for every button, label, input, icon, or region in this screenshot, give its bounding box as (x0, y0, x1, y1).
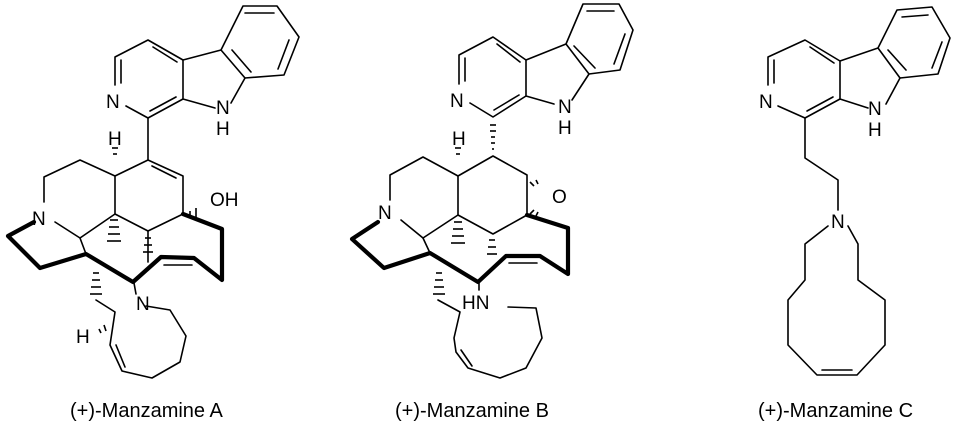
atom-label-n: N (32, 209, 46, 230)
manzamine-a-structure: N N H H OH N N H (5, 5, 300, 379)
atom-label-h: H (868, 120, 882, 141)
atom-label-oh: OH (210, 190, 239, 211)
atom-label-o: O (552, 187, 567, 208)
atom-label-n: N (868, 99, 882, 120)
atom-label-n: N (759, 92, 773, 113)
compound-label-manzamine-a: (+)-Manzamine A (70, 400, 223, 422)
atom-label-n: N (831, 212, 845, 233)
atom-label-n: N (106, 92, 120, 113)
atom-label-n: N (450, 91, 464, 112)
atom-label-h: H (108, 129, 122, 150)
atom-label-n: N (558, 97, 572, 118)
manzamine-c-structure: N N H N (759, 6, 951, 376)
atom-label-n: N (216, 98, 230, 119)
compound-label-manzamine-c: (+)-Manzamine C (758, 400, 914, 422)
atom-label-h: H (76, 327, 90, 348)
atom-label-hn: HN (462, 293, 489, 314)
atom-label-h: H (452, 129, 466, 150)
atom-label-n: N (136, 294, 150, 315)
atom-label-h: H (216, 119, 230, 140)
compound-label-manzamine-b: (+)-Manzamine B (395, 400, 549, 422)
atom-label-h: H (558, 118, 572, 139)
atom-label-n: N (378, 203, 392, 224)
manzamine-b-structure: O N N H H N HN (349, 3, 634, 379)
